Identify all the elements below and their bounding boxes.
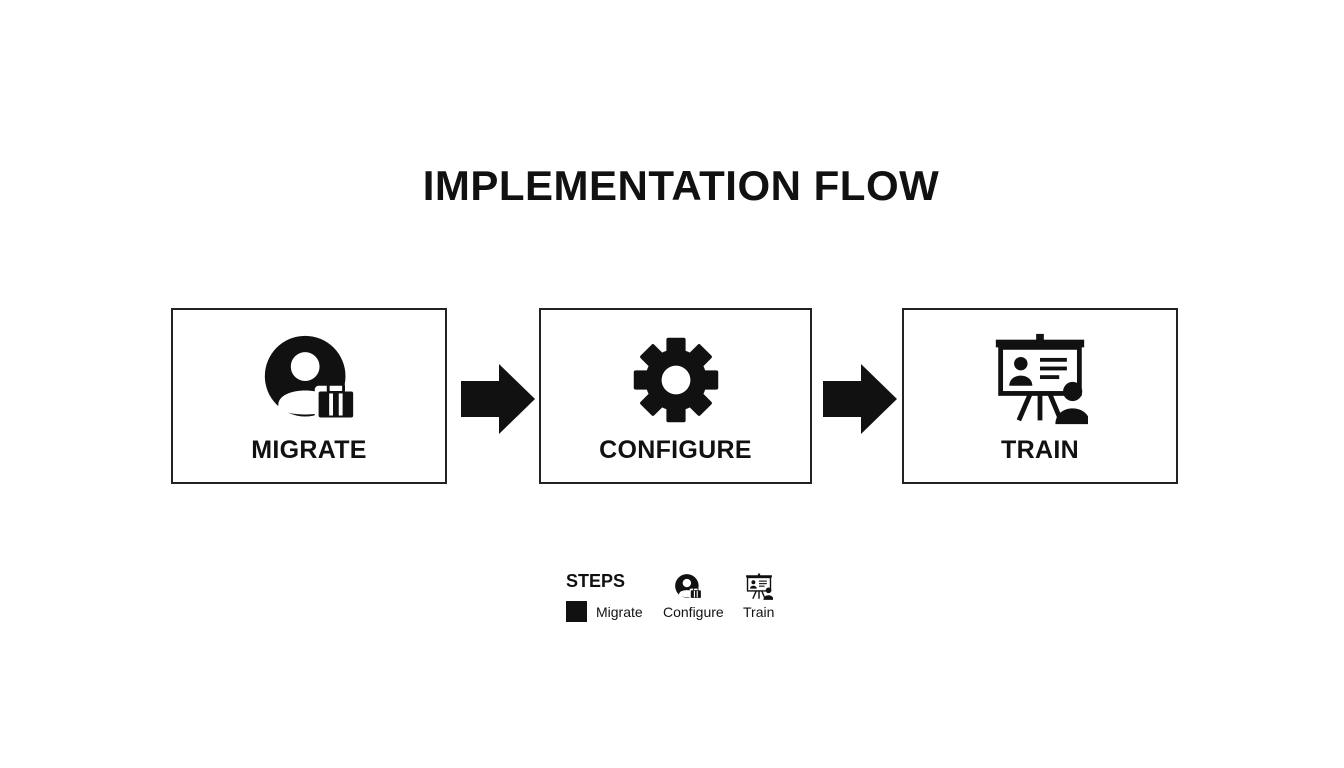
legend-title: STEPS — [566, 571, 626, 591]
step-migrate: MIGRATE — [171, 308, 447, 484]
presentation-icon — [992, 332, 1088, 428]
step-train: TRAIN — [902, 308, 1178, 484]
legend-label-train: Train — [743, 604, 775, 620]
gear-icon — [628, 332, 724, 428]
presentation-icon — [745, 573, 773, 601]
legend-label-migrate: Migrate — [596, 604, 643, 620]
step-configure: CONFIGURE — [539, 308, 812, 484]
user-briefcase-icon — [674, 573, 702, 601]
legend-swatch-migrate — [566, 601, 587, 622]
step-label-migrate: MIGRATE — [251, 436, 367, 464]
right-arrow-icon — [823, 364, 897, 434]
diagram-title: IMPLEMENTATION FLOW — [422, 162, 940, 209]
legend-label-configure: Configure — [663, 604, 724, 620]
step-label-train: TRAIN — [1001, 436, 1079, 464]
right-arrow-icon — [461, 364, 535, 434]
step-label-configure: CONFIGURE — [599, 436, 752, 464]
user-briefcase-icon — [261, 332, 357, 428]
